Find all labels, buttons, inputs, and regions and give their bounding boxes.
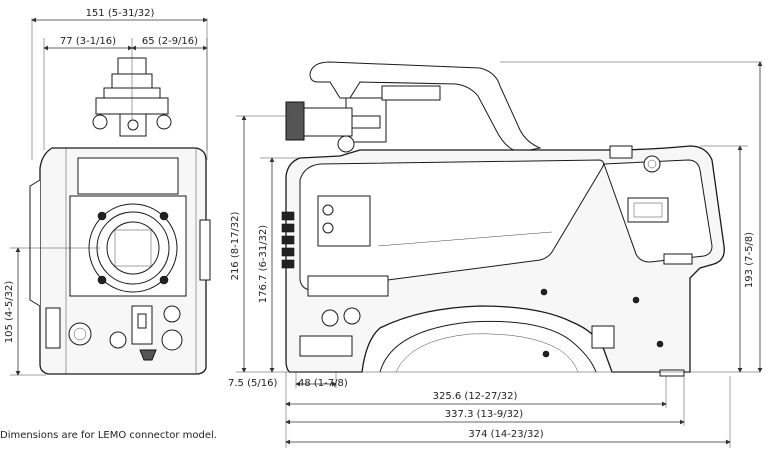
dim-side-offset-48: 48 (1-7/8) (298, 378, 348, 389)
dim-side-height-193: 193 (7-5/8) (744, 232, 755, 288)
dim-side-height-216: 216 (8-17/32) (230, 211, 241, 280)
dim-front-right-half: 65 (2-9/16) (142, 36, 198, 47)
dim-front-lens-height: 105 (4-5/32) (4, 281, 15, 344)
front-dimension-lines (10, 17, 208, 376)
dim-side-offset-7-5: 7.5 (5/16) (228, 378, 277, 389)
dim-front-width-total: 151 (5-31/32) (86, 8, 155, 19)
side-dimension-lines (236, 61, 763, 448)
side-view-drawing (281, 61, 725, 377)
dim-side-height-176: 176.7 (6-31/32) (258, 225, 269, 303)
footnote: Dimensions are for LEMO connector model. (0, 430, 217, 441)
dim-front-left-half: 77 (3-1/16) (60, 36, 116, 47)
dim-side-length-325: 325.6 (12-27/32) (433, 391, 518, 402)
dim-side-length-374: 374 (14-23/32) (468, 429, 543, 440)
dim-side-length-337: 337.3 (13-9/32) (445, 409, 523, 420)
front-view-drawing (29, 57, 211, 375)
